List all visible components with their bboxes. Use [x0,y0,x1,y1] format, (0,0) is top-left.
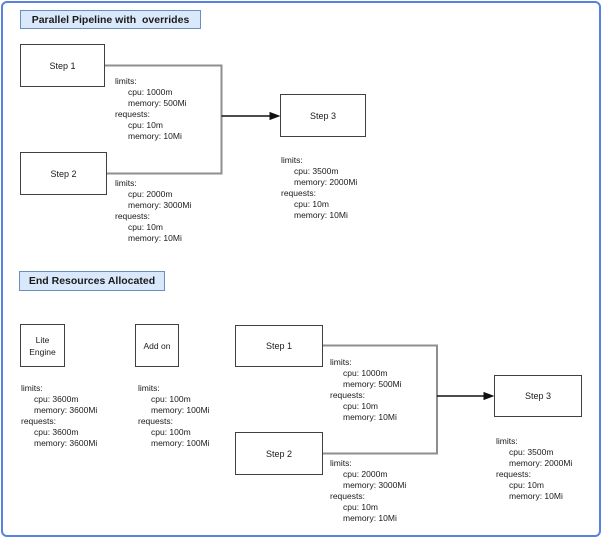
resource-line: memory: 3600Mi [34,438,98,448]
resource-line: requests: [138,416,173,426]
resource-line: cpu: 100m [151,394,191,404]
node-label-add-on: Add on [143,340,171,351]
node-label-step3-end: Step 3 [524,391,552,401]
node-label-step2-overrides: Step 2 [50,168,77,179]
section-title-end-resources: End Resources Allocated [19,271,165,291]
node-step3-overrides: Step 3 [280,94,366,137]
node-label-step1-end: Step 1 [265,341,293,351]
node-label-lite-engine-line1: Lite [35,334,50,345]
resource-line: requests: [281,188,316,198]
resource-line: limits: [138,383,160,393]
resource-line: cpu: 1000m [343,368,388,378]
resource-line: cpu: 10m [343,401,378,411]
resource-line: cpu: 2000m [128,189,173,199]
node-label-step2-end: Step 2 [265,448,293,459]
resource-line: limits: [330,357,352,367]
resource-line: memory: 100Mi [151,405,210,415]
resource-line: cpu: 3500m [509,447,554,457]
resource-line: requests: [21,416,56,426]
resource-line: cpu: 1000m [128,87,173,97]
node-add-on: Add on [135,324,179,367]
resource-line: cpu: 10m [343,502,378,512]
resource-line: limits: [115,76,137,86]
resource-line: limits: [21,383,43,393]
resource-line: memory: 10Mi [128,131,182,141]
resource-line: memory: 10Mi [343,513,397,523]
resource-line: cpu: 3500m [294,166,339,176]
node-step1-overrides: Step 1 [20,44,105,87]
section-title-parallel-pipeline: Parallel Pipeline with overrides [20,10,201,29]
node-label-lite-engine-line2: Engine [29,346,56,357]
node-step2-end: Step 2 [235,432,323,475]
node-lite-engine: Lite Engine [20,324,65,367]
arrowhead-overrides-to-step3 [269,111,281,121]
resource-line: memory: 3000Mi [343,480,407,490]
resource-line: cpu: 3600m [34,394,79,404]
resource-line: cpu: 10m [294,199,329,209]
resource-line: cpu: 10m [509,480,544,490]
resource-line: memory: 10Mi [294,210,348,220]
node-step2-overrides: Step 2 [20,152,107,195]
resource-line: memory: 100Mi [151,438,210,448]
resource-line: limits: [115,178,137,188]
resource-line: requests: [115,211,150,221]
arrowhead-end-to-step3 [483,391,495,401]
resource-line: limits: [496,436,518,446]
resource-line: limits: [330,458,352,468]
resource-line: cpu: 3600m [34,427,79,437]
resource-line: memory: 500Mi [343,379,402,389]
node-label-step1-overrides: Step 1 [49,60,76,71]
resource-line: requests: [330,491,365,501]
resource-line: memory: 2000Mi [294,177,358,187]
resource-line: cpu: 10m [128,222,163,232]
resource-line: memory: 2000Mi [509,458,573,468]
node-step3-end: Step 3 [494,375,582,417]
resource-line: memory: 3000Mi [128,200,192,210]
resource-line: limits: [281,155,303,165]
node-step1-end: Step 1 [235,325,323,367]
resource-line: memory: 500Mi [128,98,187,108]
resource-line: cpu: 10m [128,120,163,130]
resource-line: memory: 3600Mi [34,405,98,415]
resource-line: requests: [496,469,531,479]
resource-line: cpu: 2000m [343,469,388,479]
resource-line: memory: 10Mi [343,412,397,422]
node-label-step3-overrides: Step 3 [309,110,337,121]
resource-line: memory: 10Mi [128,233,182,243]
resource-line: requests: [330,390,365,400]
resource-line: cpu: 100m [151,427,191,437]
resource-line: requests: [115,109,150,119]
resource-line: memory: 10Mi [509,491,563,501]
